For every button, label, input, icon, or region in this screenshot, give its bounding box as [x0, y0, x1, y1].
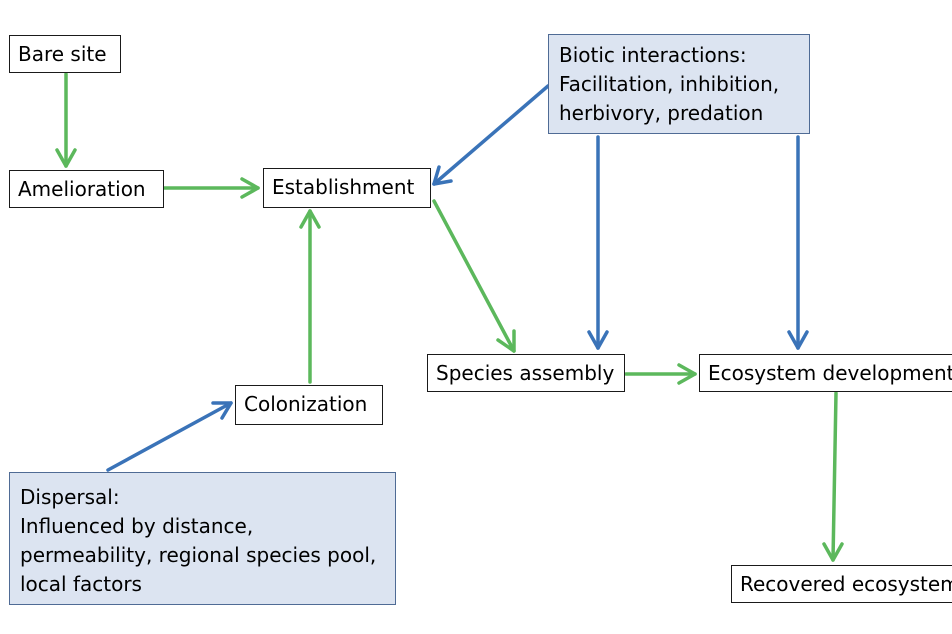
node-colonization: Colonization	[235, 385, 383, 425]
blue-arrows	[106, 84, 809, 472]
dispersal-detail-line: permeability, regional species pool,	[20, 543, 377, 567]
arrow-colonization-to-establishment	[299, 209, 321, 384]
arrow-amelioration-to-establishment	[162, 177, 260, 199]
node-ecosystem-development: Ecosystem development	[699, 354, 952, 392]
arrow-biotic-to-ecosystem-development	[787, 135, 809, 350]
node-recovered-ecosystem: Recovered ecosystem	[731, 565, 952, 603]
node-species-assembly-label: Species assembly	[436, 361, 615, 385]
node-establishment-label: Establishment	[272, 175, 415, 199]
node-biotic-interactions: Biotic interactions: Facilitation, inhib…	[548, 34, 810, 134]
node-establishment: Establishment	[263, 168, 431, 208]
arrow-dispersal-to-colonization	[106, 401, 233, 472]
arrow-species-to-ecosystem-development	[624, 363, 697, 385]
arrow-bare-to-amelioration	[55, 72, 77, 168]
node-ecosystem-development-label: Ecosystem development	[708, 361, 952, 385]
node-dispersal: Dispersal: Influenced by distance, perme…	[9, 472, 396, 605]
arrow-biotic-to-establishment	[432, 84, 550, 186]
biotic-detail-line: Facilitation, inhibition,	[559, 72, 780, 96]
node-bare-site-label: Bare site	[18, 42, 107, 66]
node-recovered-ecosystem-label: Recovered ecosystem	[740, 572, 952, 596]
node-amelioration-label: Amelioration	[18, 177, 146, 201]
arrow-biotic-to-species-assembly	[587, 135, 609, 350]
dispersal-detail-line: local factors	[20, 572, 142, 596]
dispersal-detail-line: Influenced by distance,	[20, 514, 254, 538]
arrow-establishment-to-species-assembly	[432, 199, 516, 353]
node-amelioration: Amelioration	[9, 170, 164, 208]
biotic-heading: Biotic interactions:	[559, 43, 747, 67]
green-arrows	[55, 72, 844, 562]
biotic-detail-line: herbivory, predation	[559, 101, 764, 125]
node-species-assembly: Species assembly	[427, 354, 625, 392]
node-bare-site: Bare site	[9, 35, 121, 73]
dispersal-heading: Dispersal:	[20, 485, 120, 509]
node-colonization-label: Colonization	[244, 392, 368, 416]
arrow-ecosystem-development-to-recovered	[822, 391, 844, 562]
